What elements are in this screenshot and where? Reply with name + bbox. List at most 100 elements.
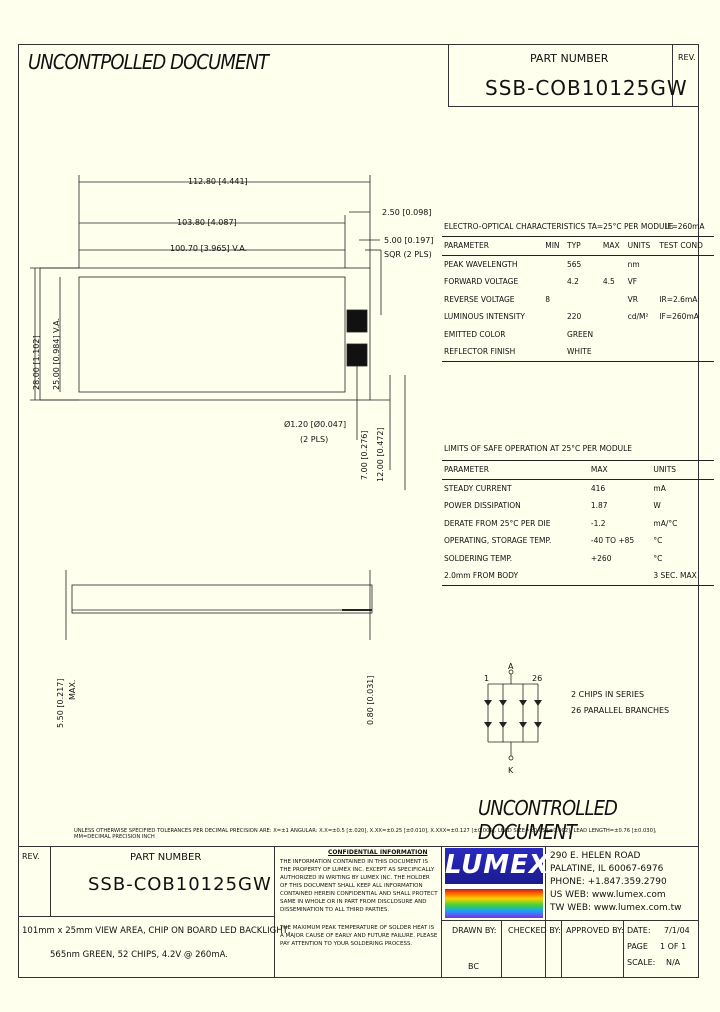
table-row: STEADY CURRENT 416 mA [442,479,714,497]
table-cell [588,567,652,586]
table-cell: REVERSE VOLTAGE [444,294,515,304]
eo-condition: IF=260mA [665,222,705,231]
table-cell: nm [627,259,640,269]
dim-height: 28.00 [1.102] [32,335,41,390]
table-cell: -40 TO +85 [590,536,635,546]
table-header-cell: PARAMETER [442,236,544,256]
dim-overall: 112.80 [4.441] [188,177,248,186]
table-cell [657,326,714,344]
table-header-cell: MAX [588,460,652,480]
table-header-cell: MAX [600,236,626,256]
address-line: TW WEB: www.lumex.com.tw [550,903,682,913]
circuit-note2: 26 PARALLEL BRANCHES [571,706,670,715]
address-line: US WEB: www.lumex.com [550,890,666,900]
footer-rev-label: REV. [22,852,40,861]
table-cell: EMITTED COLOR [444,329,506,339]
table-cell: °C [653,553,663,563]
view-area [78,276,346,393]
table-cell: DERATE FROM 25°C PER DIE [444,518,551,528]
drawn-by-label: DRAWN BY: [452,926,497,935]
table-cell: 220 [567,312,582,322]
table-cell: WHITE [565,343,601,362]
page-number: 1 OF 1 [660,942,687,951]
date-label: DATE: [627,926,651,935]
date: 7/1/04 [664,926,690,935]
table-cell [543,273,565,291]
tb-desc-top [18,916,274,917]
table-cell [565,291,601,309]
table-cell [625,343,658,362]
header-divider-rev [672,44,673,107]
dim-va: 100.70 [3.965] V.A. [170,244,248,253]
circuit-n26: 26 [532,674,543,683]
confidential-title: CONFIDENTIAL INFORMATION [328,849,428,856]
tolerance-note: UNLESS OTHERWISE SPECIFIED TOLERANCES PE… [74,828,657,840]
uncontrolled-stamp-top: UNCONTPOLLED DOCUMENT [28,50,269,74]
tb-h-sign [441,920,699,921]
table-cell [657,273,714,291]
table-header-cell: UNITS [651,460,714,480]
page-label: PAGE [627,942,648,951]
lumex-logo-band [445,884,543,889]
table-cell: 1.87 [590,501,608,511]
table-cell: VR [627,294,638,304]
tb-v3 [545,846,546,978]
pad-anode [346,309,368,333]
description-line2: 565nm GREEN, 52 CHIPS, 4.2V @ 260mA. [50,950,228,960]
table-cell: IF=260mA [659,312,699,322]
part-number: SSB-COB10125GW [485,76,688,100]
table-row: SOLDERING TEMP. +260 °C [442,550,714,568]
drawing-frame [18,44,699,978]
confidential-text: THE INFORMATION CONTAINED IN THIS DOCUME… [280,859,438,913]
table-cell: 8 [545,294,551,304]
table-cell: W [653,501,661,511]
table-cell [601,255,626,273]
table-header-cell: TEST COND [657,236,714,256]
tb-v6 [623,920,624,978]
header-bottom [448,106,699,107]
table-cell: STEADY CURRENT [444,483,512,493]
dim-max: MAX. [68,679,77,700]
table-cell: 2.0mm FROM BODY [442,567,589,586]
table-cell: 4.5 [602,277,615,287]
address-line: PALATINE, IL 60067-6976 [550,864,664,874]
table-cell: 416 [590,483,606,493]
dim-va-height: 25.00 [0.984] V.A. [52,318,61,390]
table-cell [600,343,626,362]
limits-title: LIMITS OF SAFE OPERATION AT 25°C PER MOD… [444,444,633,453]
table-cell: SOLDERING TEMP. [444,553,513,563]
table-cell: cd/M² [627,312,649,322]
table-cell: +260 [590,553,612,563]
footer-part-number: SSB-COB10125GW [88,874,272,895]
mechanical-drawing [30,175,406,640]
dim-700: 7.00 [0.276] [360,430,369,481]
checked-by-label: CHECKED BY: [508,926,561,935]
pin-k-label: K [352,349,358,358]
table-cell: °C [653,536,663,546]
table-cell: VF [627,277,638,287]
table-header-cell: TYP [565,236,601,256]
dim-500: 5.00 [0.197] [384,236,434,245]
part-number-label: PART NUMBER [530,52,609,65]
tb-v-rev [50,846,51,916]
dim-hole-pls: (2 PLS) [300,435,329,444]
dim-080: 0.80 [0.031] [366,675,375,726]
table-cell: FORWARD VOLTAGE [444,277,519,287]
footer-pn-label: PART NUMBER [130,852,202,863]
table-header-cell: MIN [543,236,566,256]
address-line: PHONE: +1.847.359.2790 [550,877,667,887]
table-cell: mA [653,483,666,493]
table-cell [543,308,565,326]
circuit-k: K [508,766,514,775]
dim-1200: 12.00 [0.472] [376,427,385,482]
